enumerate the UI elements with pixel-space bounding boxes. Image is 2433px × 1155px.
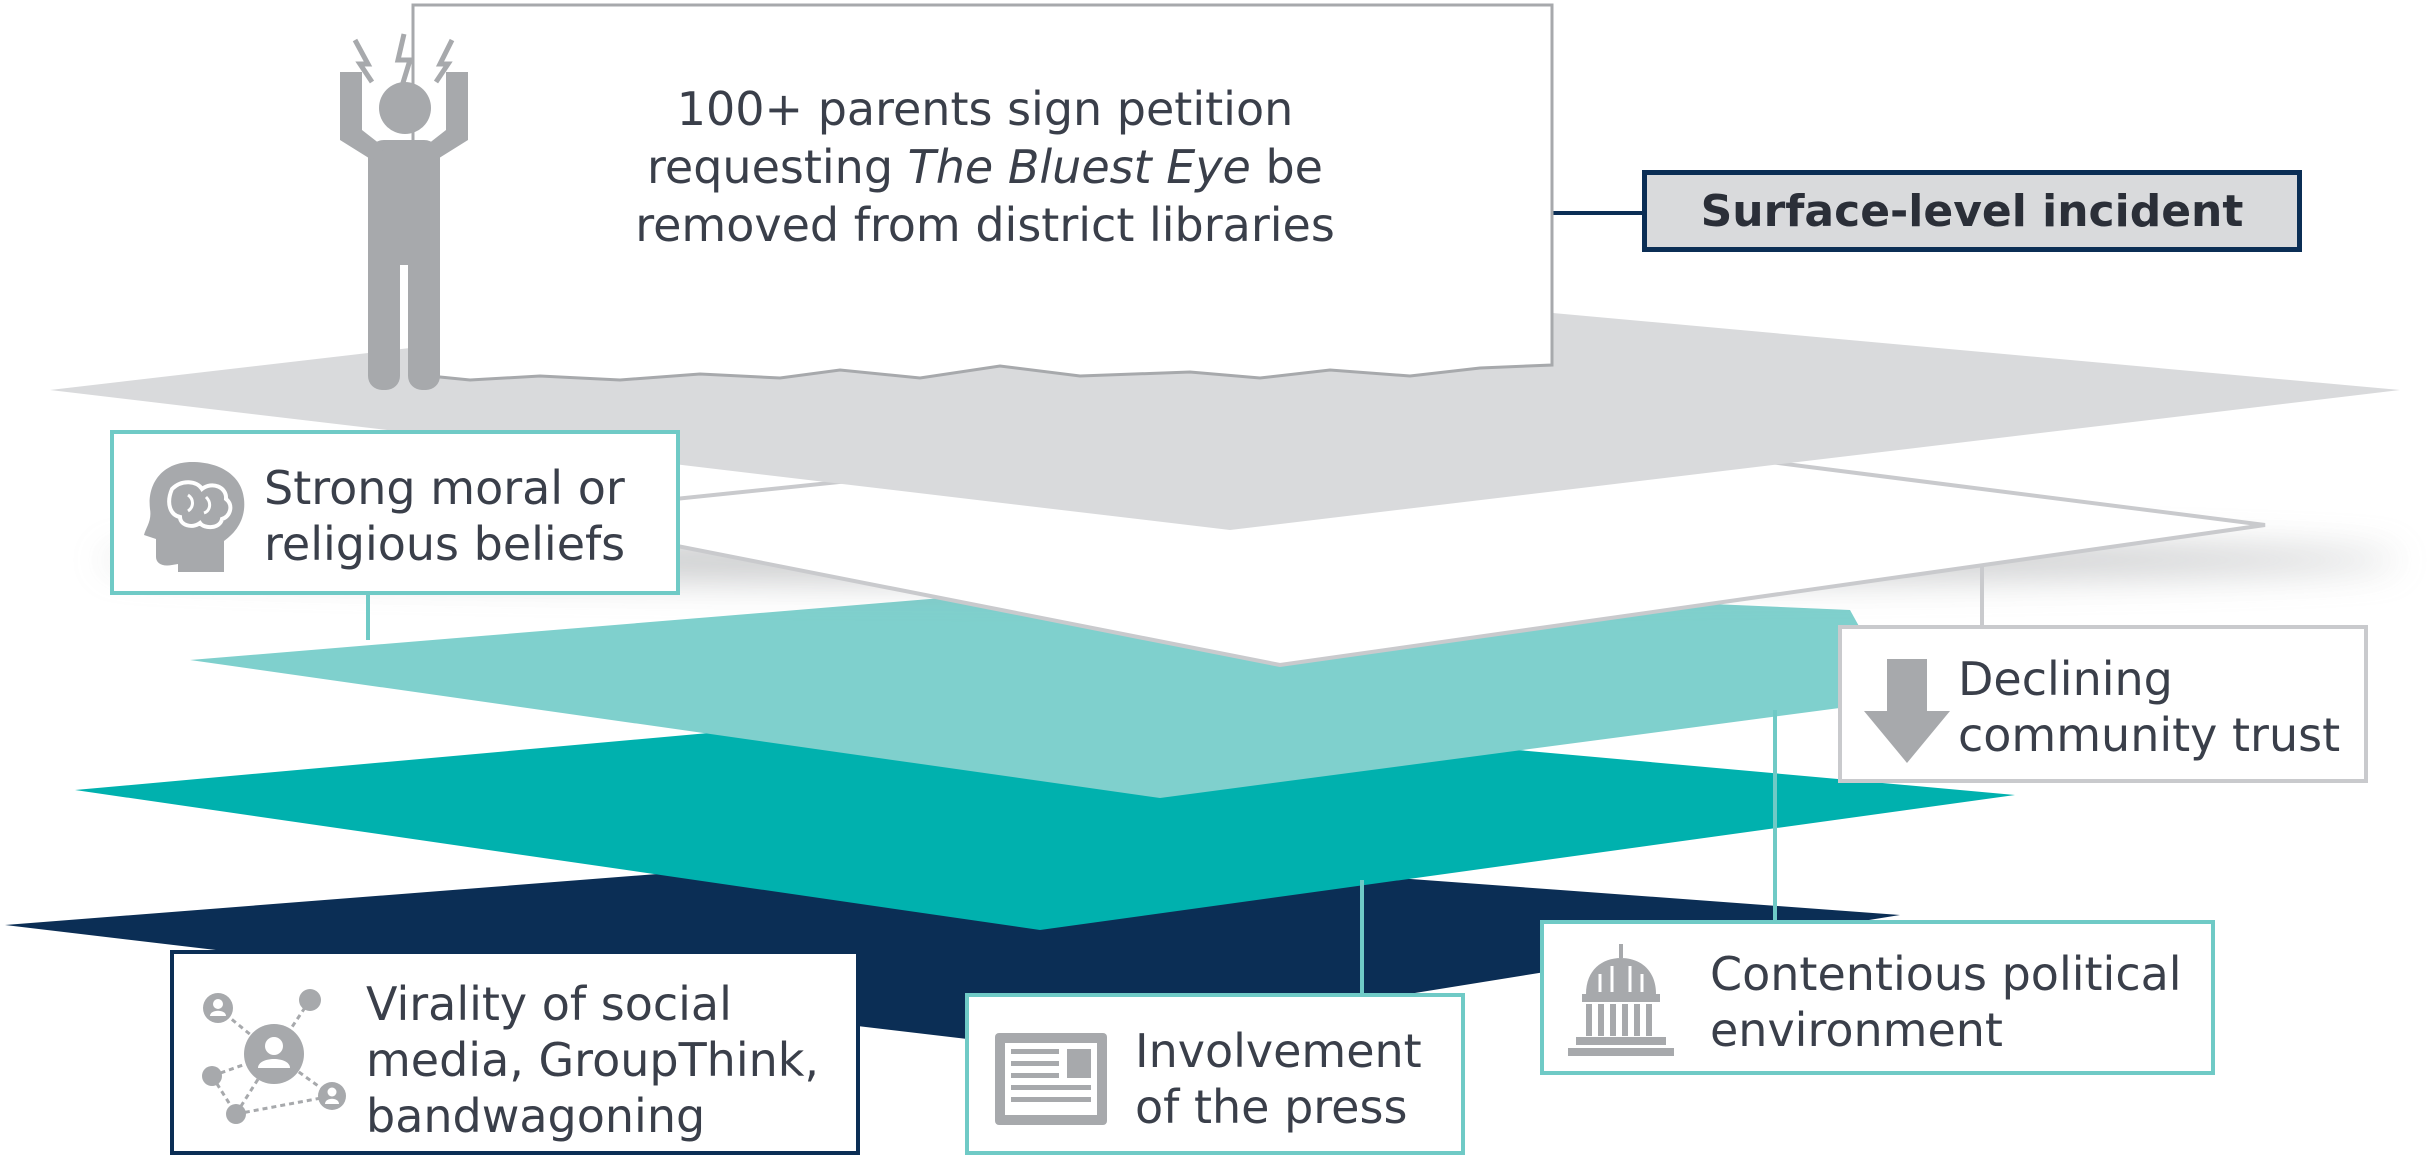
quote-line-2-post: be bbox=[1250, 140, 1323, 194]
surface-level-incident-tag: Surface-level incident bbox=[1642, 170, 2302, 252]
petition-quote: 100+ parents sign petition requesting Th… bbox=[560, 80, 1410, 254]
factor-trust-line1: Declining bbox=[1958, 652, 2173, 706]
down-arrow-icon bbox=[1864, 659, 1950, 763]
brain-head-icon bbox=[144, 462, 245, 572]
speech-sign bbox=[411, 3, 1554, 382]
factor-beliefs-line1: Strong moral or bbox=[264, 461, 625, 515]
factor-beliefs-box: Strong moral or religious beliefs bbox=[110, 430, 680, 595]
factor-social-box: Virality of social media, GroupThink, ba… bbox=[170, 950, 860, 1155]
factor-politics-box: Contentious political environment bbox=[1540, 920, 2215, 1075]
factor-social-line3: bandwagoning bbox=[366, 1089, 706, 1143]
factor-press-box: Involvement of the press bbox=[965, 993, 1465, 1155]
teal-layer bbox=[75, 705, 2015, 930]
navy-layer bbox=[5, 848, 1900, 1050]
capitol-icon bbox=[1568, 944, 1674, 1056]
factor-trust-line2: community trust bbox=[1958, 708, 2341, 762]
quote-line-1: 100+ parents sign petition bbox=[676, 82, 1294, 136]
newspaper-icon bbox=[995, 1033, 1107, 1125]
factor-social-line1: Virality of social bbox=[366, 977, 732, 1031]
factor-beliefs-line2: religious beliefs bbox=[264, 517, 626, 571]
factor-press-line1: Involvement bbox=[1135, 1024, 1422, 1078]
network-icon bbox=[202, 989, 346, 1124]
factor-politics-line1: Contentious political bbox=[1710, 947, 2182, 1001]
quote-line-2: requesting The Bluest Eye be bbox=[560, 138, 1410, 196]
factor-politics-line2: environment bbox=[1710, 1003, 2003, 1057]
factor-social-line2: media, GroupThink, bbox=[366, 1033, 820, 1087]
factor-press-line2: of the press bbox=[1135, 1080, 1408, 1134]
factor-trust-box: Declining community trust bbox=[1838, 625, 2368, 783]
quote-line-3: removed from district libraries bbox=[635, 198, 1335, 252]
quote-line-2-pre: requesting bbox=[647, 140, 908, 194]
frustrated-person-icon bbox=[340, 33, 468, 390]
book-title: The Bluest Eye bbox=[907, 140, 1251, 194]
